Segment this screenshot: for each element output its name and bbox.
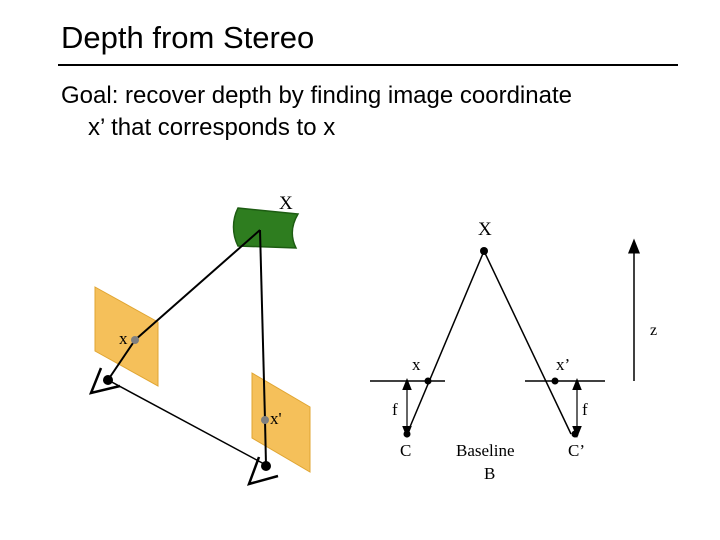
right-focal-f-label: f <box>582 400 588 419</box>
baseline-line <box>107 379 267 466</box>
left-ray <box>134 229 261 341</box>
goal-line-1: Goal: recover depth by finding image coo… <box>61 82 572 109</box>
right-projection-ray <box>483 250 572 435</box>
left-image-plane <box>94 286 159 387</box>
right-image-point <box>261 416 269 424</box>
right-point-X-label: X <box>478 219 492 240</box>
slide-title: Depth from Stereo <box>61 20 315 55</box>
title-underline <box>58 64 678 66</box>
right-image-plane <box>251 372 311 473</box>
right-image-x-prime-label: x' <box>270 409 282 428</box>
right-diag-x-prime-label: x’ <box>556 355 570 374</box>
left-ray-to-camera <box>107 339 136 381</box>
right-center-C-prime-label: C’ <box>568 441 585 460</box>
baseline-B-label: B <box>484 464 495 483</box>
right-stereo-geometry: X z x x’ f f C C’ B <box>370 219 657 483</box>
right-ray-to-camera <box>264 419 267 466</box>
left-stereo-sketch: X x x' <box>88 193 311 486</box>
goal-line-2: x’ that corresponds to x <box>88 114 336 141</box>
left-point-X-label: X <box>279 193 293 214</box>
right-image-point-x-prime <box>551 377 559 385</box>
left-camera-center <box>103 375 113 385</box>
right-camera-center <box>261 461 271 471</box>
right-camera-center-C-prime <box>571 430 579 438</box>
right-camera-icon <box>246 456 279 486</box>
left-camera-center-C <box>403 430 411 438</box>
baseline-label: Baseline <box>456 441 515 460</box>
left-image-point-x <box>424 377 432 385</box>
left-image-point <box>131 336 139 344</box>
left-center-C-label: C <box>400 441 411 460</box>
left-focal-f-label: f <box>392 400 398 419</box>
left-image-x-label: x <box>119 329 128 348</box>
right-diag-x-label: x <box>412 355 421 374</box>
right-ray <box>259 229 266 421</box>
goal-text: Goal: recover depth by finding image coo… <box>61 80 572 144</box>
scene-object <box>232 207 300 249</box>
left-camera-icon <box>88 367 121 395</box>
left-projection-ray <box>406 250 485 435</box>
depth-z-label: z <box>650 322 657 339</box>
